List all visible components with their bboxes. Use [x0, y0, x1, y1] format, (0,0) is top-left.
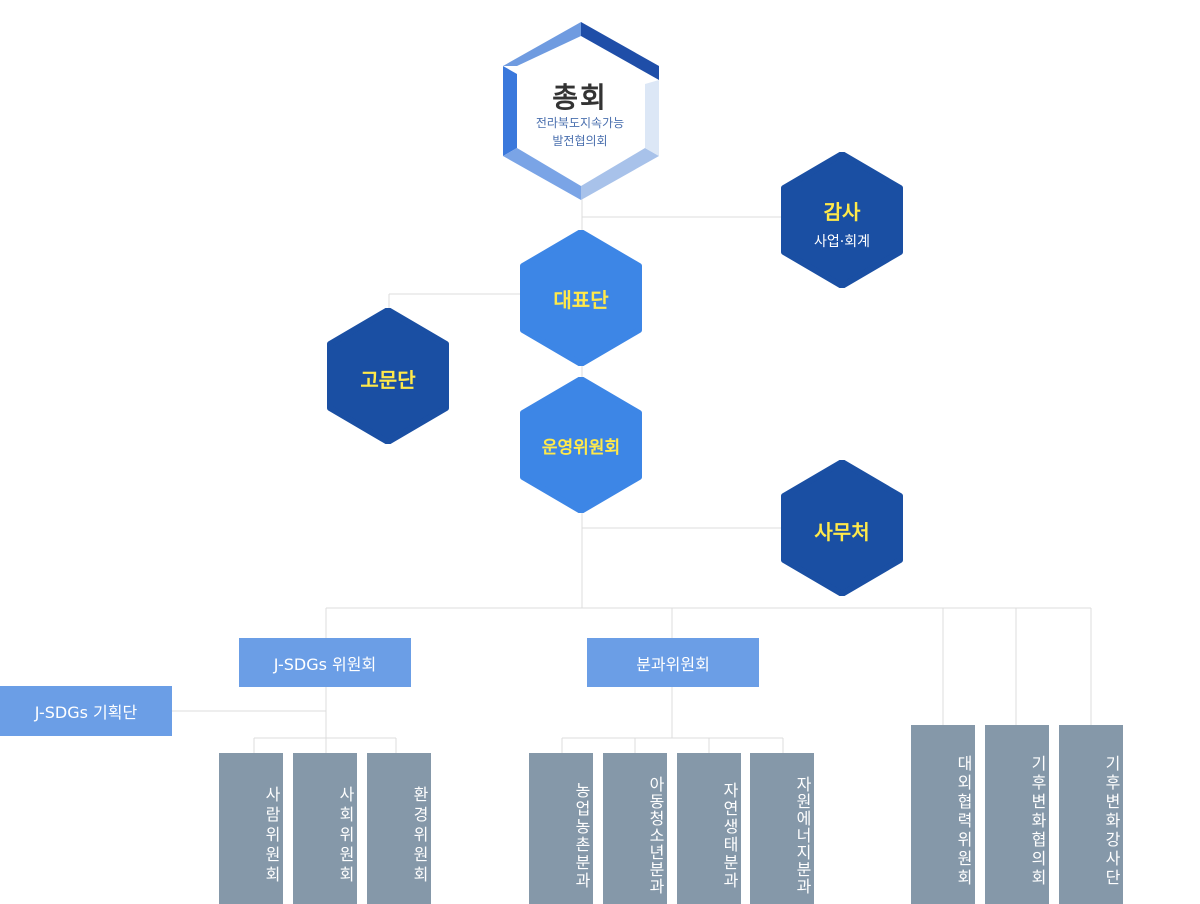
- representatives-label: 대표단: [553, 288, 609, 312]
- section-committee-box: 분과위원회: [587, 638, 759, 687]
- general-assembly-title: 총회: [552, 81, 608, 114]
- jsdgs-planning-box: J-SDGs 기획단: [0, 686, 172, 736]
- jsdgs-subcommittee-society: 사회위원회: [293, 753, 357, 904]
- steering-label: 운영위원회: [541, 438, 621, 458]
- section-youth: 아동청소년분과: [603, 753, 667, 904]
- jsdgs-subcommittee-environment: 환경위원회: [367, 753, 431, 904]
- secretariat-label: 사무처: [814, 520, 870, 544]
- climate-change-council: 기후변화협의회: [985, 725, 1049, 904]
- audit-label: 감사 사업·회계: [780, 196, 904, 251]
- external-cooperation-committee: 대외협력위원회: [911, 725, 975, 904]
- advisory-label: 고문단: [360, 368, 416, 392]
- audit-hexagon: [781, 152, 903, 288]
- steering-hexagon: [520, 377, 642, 513]
- general-assembly-subtitle-line1: 전라북도지속가능: [535, 116, 625, 130]
- advisory-hexagon: [327, 308, 449, 444]
- general-assembly-hexagon: [503, 22, 659, 200]
- climate-change-instructors: 기후변화강사단: [1059, 725, 1123, 904]
- general-assembly-subtitle-line2: 발전협의회: [552, 134, 608, 148]
- section-energy: 자원에너지분과: [750, 753, 814, 904]
- jsdgs-committee-box: J-SDGs 위원회: [239, 638, 411, 687]
- audit-title: 감사: [823, 200, 861, 224]
- section-agriculture: 농업농촌분과: [529, 753, 593, 904]
- audit-subtitle: 사업·회계: [814, 234, 870, 250]
- general-assembly-subtitle: 전라북도지속가능 발전협의회: [500, 114, 660, 150]
- section-ecology: 자연생태분과: [677, 753, 741, 904]
- secretariat-hexagon: [781, 460, 903, 596]
- jsdgs-subcommittee-people: 사람위원회: [219, 753, 283, 904]
- representatives-hexagon: [520, 230, 642, 366]
